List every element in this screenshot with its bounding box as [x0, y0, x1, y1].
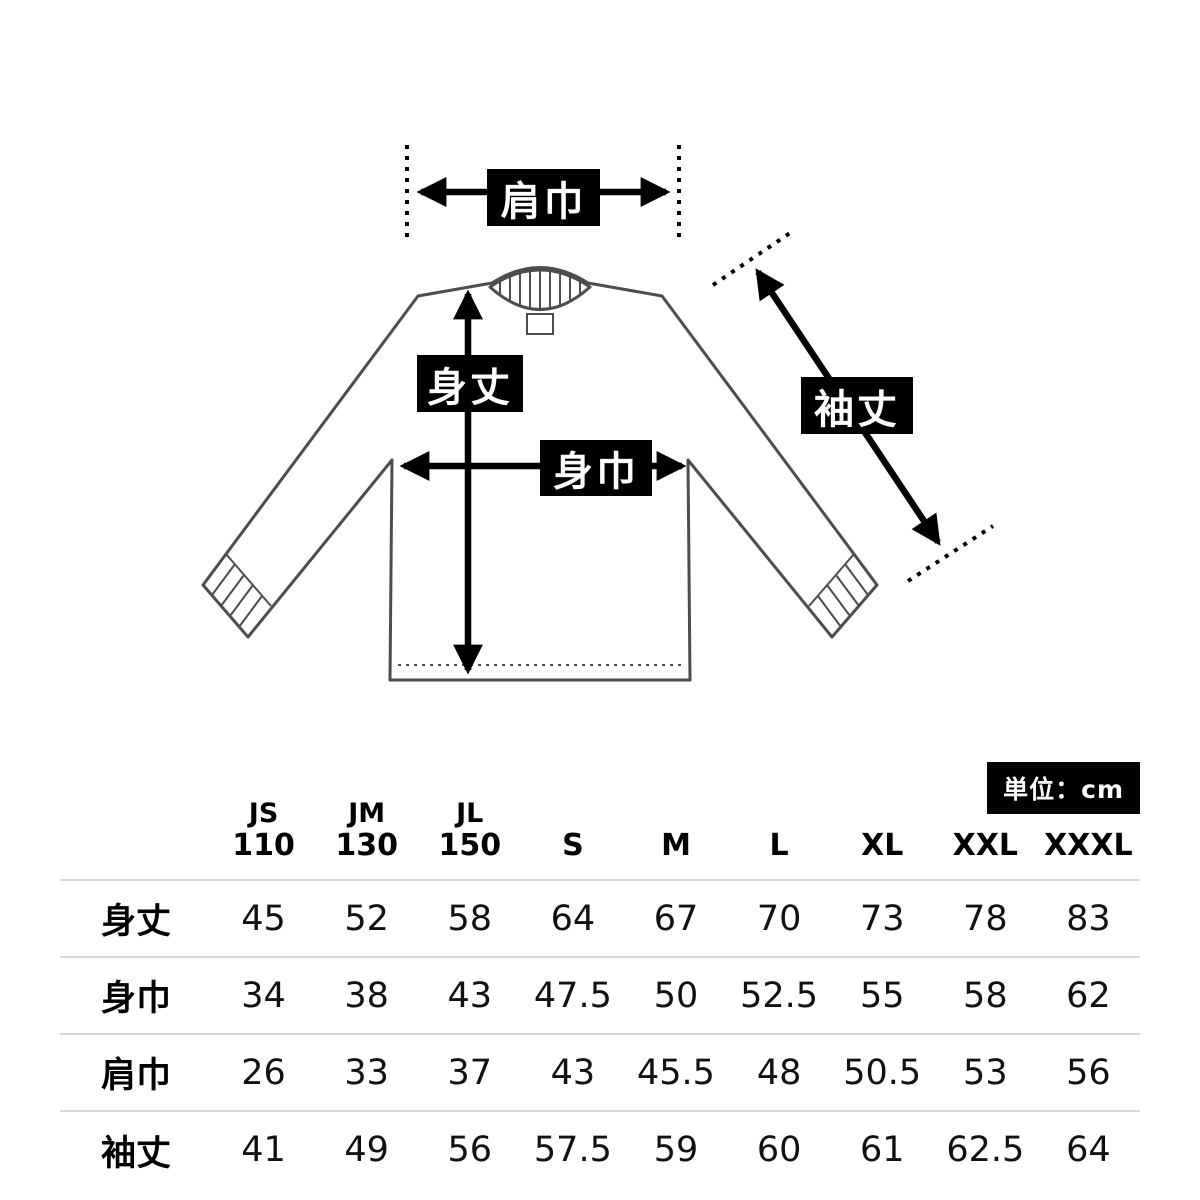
size-cell: 50.5 — [843, 1052, 922, 1093]
table-row: 身丈 45 52 58 64 67 70 73 78 83 — [60, 880, 1140, 957]
sleeve-length-label: 袖丈 — [801, 377, 913, 434]
size-column-header: S — [521, 796, 624, 880]
size-cell: 57.5 — [533, 1130, 612, 1170]
size-cell: 83 — [1066, 898, 1111, 939]
size-column-header: XL — [831, 796, 934, 880]
size-column-label: S — [562, 828, 584, 864]
size-cell: 59 — [653, 1130, 699, 1170]
size-column-top: JS — [248, 798, 279, 830]
body-width-label: 身巾 — [540, 440, 652, 496]
size-column-header: M — [624, 796, 727, 880]
size-cell: 45.5 — [637, 1052, 715, 1093]
size-cell: 53 — [963, 1052, 1008, 1093]
neck-label-tag — [526, 313, 554, 335]
size-cell: 64 — [1066, 1130, 1111, 1170]
size-cell: 52.5 — [740, 975, 819, 1016]
size-header-row: JS 110 JM 130 JL 150 S — [60, 796, 1140, 880]
size-cell: 73 — [859, 898, 905, 939]
size-cell: 58 — [963, 975, 1008, 1016]
corner-cell — [60, 796, 212, 880]
table-row: 身巾 34 38 43 47.5 50 52.5 55 58 62 — [60, 957, 1140, 1034]
size-column-label: 130 — [335, 828, 398, 864]
size-cell: 49 — [344, 1130, 389, 1170]
sleeve-guide-bottom — [906, 524, 995, 583]
body-length-label: 身丈 — [417, 355, 523, 412]
unit-badge: 単位：cm — [987, 762, 1140, 814]
size-cell: 61 — [859, 1130, 905, 1170]
size-cell: 62 — [1066, 975, 1111, 1016]
size-column-label: M — [661, 828, 691, 864]
row-label: 身丈 — [100, 902, 171, 942]
size-cell: 45 — [241, 898, 286, 939]
size-column-header: XXXL — [1037, 796, 1140, 880]
size-column-label: 150 — [438, 828, 502, 864]
size-cell: 67 — [653, 898, 699, 939]
size-column-header: JS 110 — [212, 796, 315, 880]
size-cell: 64 — [550, 898, 596, 939]
size-cell: 47.5 — [533, 975, 612, 1016]
row-label: 身巾 — [100, 979, 171, 1019]
size-column-top: JM — [348, 798, 386, 830]
size-cell: 55 — [859, 975, 905, 1016]
size-column-top: JL — [456, 798, 484, 830]
size-cell: 50 — [653, 975, 699, 1016]
size-cell: 70 — [756, 898, 802, 939]
row-label: 袖丈 — [100, 1133, 171, 1174]
size-cell: 43 — [550, 1052, 596, 1093]
size-cell: 37 — [447, 1052, 493, 1093]
right-cuff — [808, 553, 869, 628]
table-row: 袖丈 41 49 56 57.5 59 60 61 62.5 64 — [60, 1111, 1140, 1188]
size-column-label: L — [769, 828, 789, 864]
shirt-diagram — [201, 145, 995, 682]
size-column-label: XL — [861, 828, 904, 864]
size-column-label: XXL — [952, 828, 1019, 864]
size-cell: 34 — [241, 975, 286, 1016]
size-cell: 48 — [756, 1052, 802, 1093]
size-cell: 58 — [447, 898, 493, 939]
size-column-header: XXL — [934, 796, 1037, 880]
size-table: JS 110 JM 130 JL 150 S — [60, 796, 1140, 1188]
size-column-label: XXXL — [1044, 828, 1133, 864]
size-cell: 60 — [756, 1130, 802, 1170]
size-column-label: 110 — [232, 828, 295, 864]
shoulder-width-label: 肩巾 — [487, 169, 600, 226]
size-cell: 43 — [447, 975, 493, 1016]
size-column-header: JM 130 — [315, 796, 418, 880]
size-cell: 41 — [241, 1130, 286, 1170]
sleeve-guide-top — [711, 231, 792, 287]
ribbed-collar — [488, 268, 592, 311]
size-cell: 38 — [344, 975, 389, 1016]
row-label: 肩巾 — [100, 1056, 171, 1096]
size-cell: 52 — [344, 898, 389, 939]
table-row: 肩巾 26 33 37 43 45.5 48 50.5 53 56 — [60, 1034, 1140, 1111]
size-cell: 78 — [963, 898, 1008, 939]
size-cell: 26 — [241, 1052, 286, 1093]
size-column-header: L — [728, 796, 831, 880]
size-cell: 62.5 — [946, 1130, 1025, 1170]
size-cell: 33 — [344, 1052, 389, 1093]
size-cell: 56 — [1066, 1052, 1111, 1093]
size-cell: 56 — [447, 1130, 493, 1170]
dotted-guide-lines — [405, 145, 995, 583]
size-column-header: JL 150 — [418, 796, 521, 880]
left-cuff — [211, 553, 272, 628]
